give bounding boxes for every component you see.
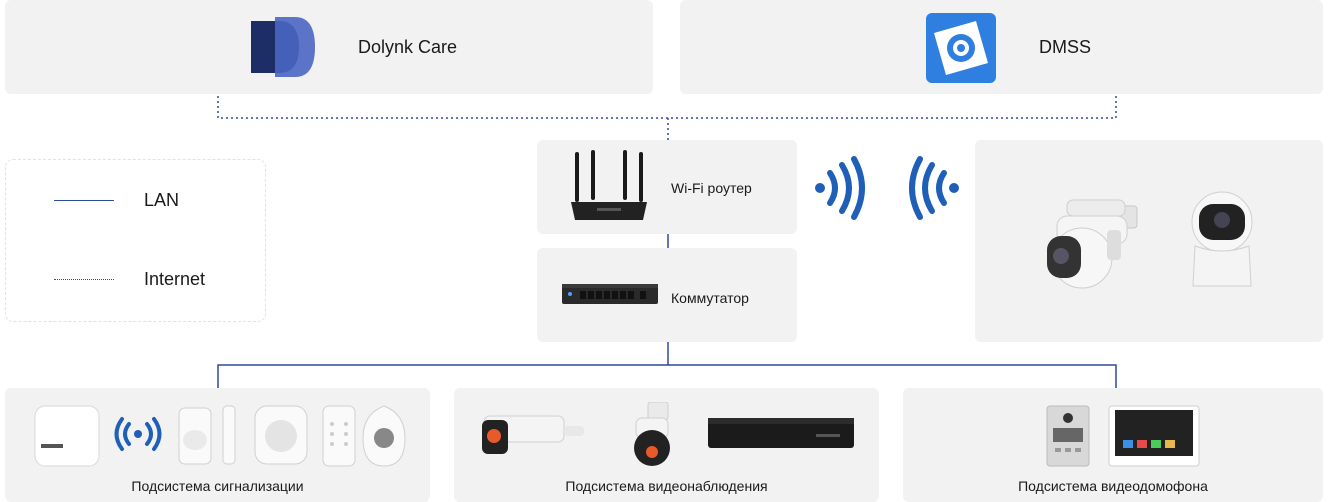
- dolynk-logo-icon: [249, 15, 319, 84]
- app-name-dmss: DMSS: [1039, 37, 1092, 57]
- legend-internet-line: [54, 279, 114, 280]
- router-label: Wi-Fi роутер: [671, 180, 752, 196]
- lan-subsystems: [217, 364, 1117, 388]
- legend: LAN Internet: [5, 159, 266, 322]
- internet-line-cloud: [217, 96, 1117, 119]
- motion-detector-icon: [177, 406, 215, 471]
- door-sensor-icon: [221, 404, 237, 471]
- outdoor-ptz-camera-icon: [1037, 196, 1147, 297]
- router-box: Wi-Fi роутер: [537, 140, 797, 234]
- outdoor-station-icon: [1045, 404, 1091, 473]
- wifi-signal-icon: [113, 416, 163, 457]
- switch-icon: [562, 282, 658, 313]
- app-box-dolynk: Dolynk Care: [5, 0, 653, 94]
- indoor-monitor-icon: [1107, 404, 1201, 473]
- speed-dome-camera-icon: [626, 401, 678, 473]
- subsystem-alarm-box: Подсистема сигнализации: [5, 388, 430, 502]
- subsystem-intercom-label: Подсистема видеодомофона: [1018, 478, 1208, 494]
- switch-box: Коммутатор: [537, 248, 797, 342]
- router-icon: [567, 150, 651, 235]
- wifi-waves-out-icon: [814, 155, 866, 226]
- wifi-waves-in-icon: [908, 155, 960, 226]
- legend-internet-label: Internet: [144, 269, 206, 289]
- key-fob-icon: [361, 404, 407, 473]
- siren-icon: [253, 404, 309, 471]
- nvr-recorder-icon: [706, 414, 856, 459]
- bullet-camera-icon: [480, 412, 590, 473]
- subsystem-alarm-label: Подсистема сигнализации: [131, 478, 304, 494]
- app-box-dmss: DMSS: [680, 0, 1323, 94]
- legend-lan-label: LAN: [144, 190, 180, 210]
- switch-label: Коммутатор: [671, 290, 749, 306]
- indoor-ptz-camera-icon: [1187, 190, 1257, 295]
- wifi-cameras-box: [975, 140, 1323, 342]
- keypad-icon: [321, 404, 357, 473]
- subsystem-video-label: Подсистема видеонаблюдения: [565, 478, 768, 494]
- subsystem-video-box: Подсистема видеонаблюдения: [454, 388, 879, 502]
- alarm-hub-icon: [33, 404, 103, 475]
- dmss-logo-icon: [926, 13, 996, 88]
- legend-lan-line: [54, 200, 114, 201]
- subsystem-intercom-box: Подсистема видеодомофона: [903, 388, 1323, 502]
- app-name-dolynk: Dolynk Care: [358, 37, 458, 57]
